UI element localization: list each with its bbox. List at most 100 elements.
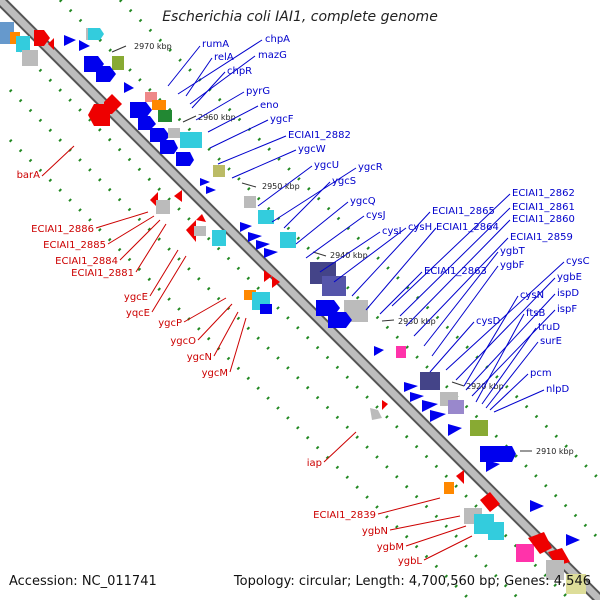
- feature-block: [396, 346, 406, 358]
- feature-arrow: [96, 66, 116, 82]
- feature-block: [566, 574, 586, 594]
- feature-arrow: [410, 392, 424, 402]
- feature-arrow: [130, 102, 152, 118]
- feature-arrow: [328, 312, 352, 328]
- feature-arrow: [370, 408, 382, 420]
- accession-text: Accession: NC_011741: [9, 574, 157, 589]
- feature-arrow: [248, 232, 262, 242]
- feature-block: [516, 544, 534, 562]
- gene-label-ruma: rumA: [202, 39, 229, 50]
- feature-arrow: [456, 470, 464, 484]
- gene-label-ygcw: ygcW: [298, 144, 326, 155]
- gene-label-eciai1_2881: ECIAI1_2881: [71, 268, 134, 279]
- feature-arrow: [200, 178, 210, 186]
- feature-arrow: [196, 214, 206, 222]
- gene-label-pyrg: pyrG: [246, 86, 270, 97]
- feature-block: [213, 165, 225, 177]
- gene-label-ygcn: ygcN: [187, 352, 212, 363]
- feature-block: [168, 128, 180, 138]
- feature-arrow: [422, 400, 438, 412]
- gene-label-eciai1_2886: ECIAI1_2886: [31, 224, 94, 235]
- feature-arrow: [186, 220, 196, 242]
- feature-arrow: [240, 222, 252, 232]
- gene-label-ispf: ispF: [557, 304, 577, 315]
- feature-block: [260, 304, 272, 314]
- gene-label-cysh: cysH: [408, 222, 432, 233]
- feature-arrow: [256, 240, 270, 250]
- gene-label-chpa: chpA: [265, 34, 290, 45]
- gene-label-yqce: yqcE: [126, 308, 150, 319]
- kbp-marker-label: 2910 kbp: [536, 447, 574, 456]
- kbp-ticks: [111, 45, 532, 452]
- gene-label-eciai1_2884: ECIAI1_2884: [55, 256, 118, 267]
- feature-arrow: [264, 248, 278, 258]
- feature-block: [546, 560, 564, 580]
- feature-block: [212, 230, 226, 246]
- feature-arrow: [88, 104, 110, 126]
- reverse-gene-labels: barAECIAI1_2886ECIAI1_2885ECIAI1_2884ECI…: [17, 170, 423, 567]
- gene-label-sure: surE: [540, 336, 562, 347]
- gene-label-ygcq: ygcQ: [350, 196, 376, 207]
- gene-label-ygcs: ygcS: [332, 176, 356, 187]
- feature-arrow: [150, 128, 170, 142]
- feature-block: [322, 276, 346, 296]
- feature-block: [194, 226, 206, 236]
- gene-label-ygbm: ygbM: [377, 542, 404, 553]
- feature-block: [448, 400, 464, 414]
- feature-arrow: [138, 116, 156, 130]
- gene-label-pcm: pcm: [530, 368, 552, 379]
- gene-label-ygcm: ygcM: [202, 368, 228, 379]
- feature-arrow: [530, 500, 544, 512]
- feature-block: [180, 132, 202, 148]
- gene-label-cysn: cysN: [520, 290, 544, 301]
- gene-label-ygco: ygcO: [170, 336, 196, 347]
- gene-label-ygcf: ygcF: [270, 114, 294, 125]
- feature-block: [16, 36, 30, 52]
- gene-label-eciai1_2882: ECIAI1_2882: [288, 130, 351, 141]
- feature-arrow: [374, 346, 384, 356]
- gene-label-ygcp: ygcP: [158, 318, 182, 329]
- feature-arrow: [480, 492, 500, 512]
- gene-label-rela: relA: [214, 52, 234, 63]
- reverse-leader-lines: [41, 145, 473, 561]
- reverse-features: [0, 22, 586, 594]
- kbp-marker-label: 2960 kbp: [198, 113, 236, 122]
- gene-label-ygbt: ygbT: [500, 246, 526, 257]
- gene-label-eciai1_2861: ECIAI1_2861: [512, 202, 575, 213]
- feature-block: [470, 420, 488, 436]
- feature-arrow: [448, 424, 462, 436]
- feature-arrow: [566, 534, 580, 546]
- gene-label-eciai1_2864: ECIAI1_2864: [436, 222, 499, 233]
- feature-arrow: [486, 460, 500, 472]
- feature-arrow: [382, 400, 388, 410]
- kbp-marker-label: 2940 kbp: [330, 251, 368, 260]
- feature-arrow: [430, 410, 446, 422]
- feature-arrow: [176, 152, 194, 166]
- feature-arrow: [160, 140, 178, 154]
- gene-label-ygcr: ygcR: [358, 162, 383, 173]
- feature-arrow: [528, 532, 552, 554]
- gene-label-iap: iap: [307, 458, 322, 469]
- feature-arrow: [206, 186, 216, 194]
- gene-label-cysd: cysD: [476, 316, 501, 327]
- feature-block: [152, 100, 166, 110]
- feature-block: [258, 210, 274, 224]
- gene-label-eciai1_2839: ECIAI1_2839: [313, 510, 376, 521]
- feature-block: [244, 196, 256, 208]
- feature-arrow: [174, 190, 182, 202]
- feature-block: [280, 232, 296, 248]
- gene-label-ygbe: ygbE: [557, 272, 582, 283]
- gene-label-eciai1_2865: ECIAI1_2865: [432, 206, 495, 217]
- feature-block: [112, 56, 124, 70]
- feature-arrow: [79, 40, 90, 51]
- map-title: Escherichia coli IAI1, complete genome: [162, 9, 438, 25]
- feature-block: [22, 50, 38, 66]
- gene-label-eciai1_2862: ECIAI1_2862: [512, 188, 575, 199]
- gene-label-nlpd: nlpD: [546, 384, 569, 395]
- forward-leader-lines: [167, 39, 565, 413]
- gene-label-ygbl: ygbL: [398, 556, 423, 567]
- feature-arrow: [34, 30, 50, 46]
